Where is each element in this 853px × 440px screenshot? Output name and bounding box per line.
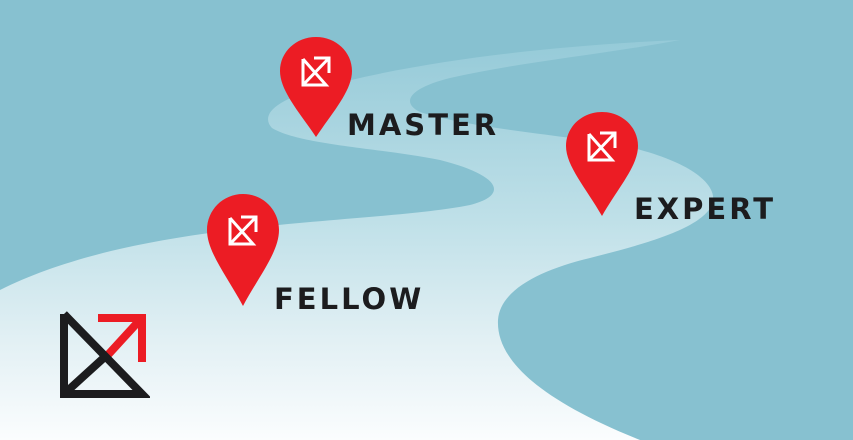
milestone-label-fellow: FELLOW	[274, 282, 425, 316]
expert-pin[interactable]	[562, 108, 642, 218]
brand-logo	[58, 310, 152, 400]
map-pin-icon	[566, 112, 638, 216]
fellow-pin[interactable]	[203, 190, 283, 306]
road	[0, 40, 714, 440]
map-pin-icon	[207, 194, 279, 306]
milestone-label-expert: EXPERT	[634, 192, 777, 226]
brand-logo-icon	[60, 311, 152, 398]
milestone-label-master: MASTER	[347, 108, 500, 142]
map-pin-icon	[280, 37, 352, 137]
master-pin[interactable]	[276, 33, 356, 143]
